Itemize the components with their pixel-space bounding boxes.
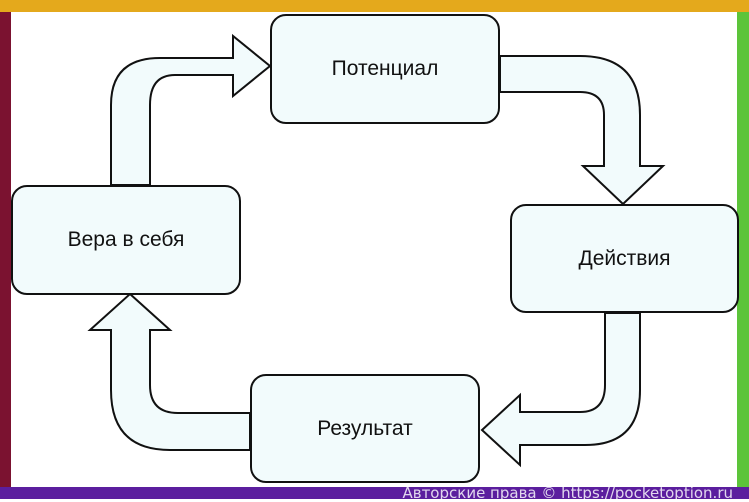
frame-bottom-border: Авторские права © https://pocketoption.r… bbox=[0, 484, 749, 502]
arrow-potential-to-actions bbox=[499, 55, 666, 206]
arrow-actions-to-result bbox=[480, 312, 641, 468]
frame-top-border bbox=[0, 0, 749, 12]
arrow-result-to-belief bbox=[87, 292, 251, 451]
node-result: Результат bbox=[250, 374, 480, 483]
frame-right-border bbox=[737, 12, 749, 487]
arrow-belief-to-potential bbox=[110, 33, 272, 186]
node-actions: Действия bbox=[510, 204, 739, 313]
copyright-watermark: Авторские права © https://pocketoption.r… bbox=[402, 484, 733, 502]
node-self-belief: Вера в себя bbox=[11, 185, 241, 295]
frame-left-border bbox=[0, 12, 11, 487]
node-potential: Потенциал bbox=[270, 14, 500, 124]
